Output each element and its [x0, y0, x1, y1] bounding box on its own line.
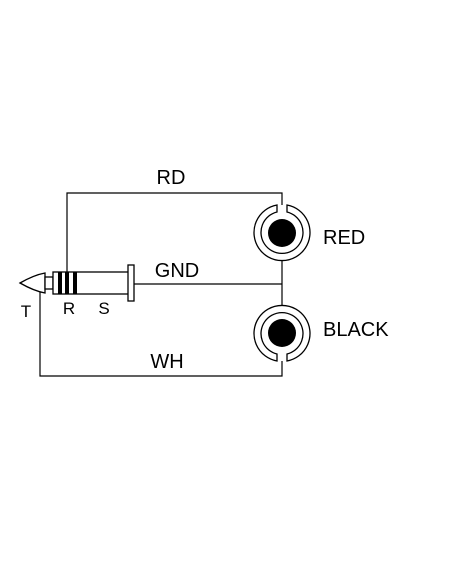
wh-wire	[39, 290, 283, 377]
black-jack-label: BLACK	[323, 319, 389, 341]
black-jack	[253, 304, 311, 362]
plug-body	[52, 271, 130, 295]
plug-insulator-3	[73, 272, 77, 294]
red-jack	[253, 204, 311, 262]
red-jack-shell	[253, 204, 311, 262]
trs-plug	[18, 264, 135, 302]
sleeve-label: S	[98, 299, 109, 318]
plug-insulator-2	[65, 272, 69, 294]
labels: RD GND WH RED BLACK T R S	[21, 167, 389, 373]
rd-wire	[66, 192, 283, 278]
black-jack-pin	[268, 319, 296, 347]
wh-wire-label: WH	[150, 351, 183, 373]
wires	[39, 192, 283, 377]
rd-wire-label: RD	[157, 167, 186, 189]
black-jack-shell	[253, 304, 311, 362]
plug-flange	[127, 264, 135, 302]
plug-tip-neck	[44, 276, 54, 290]
tip-label: T	[21, 302, 31, 321]
red-jack-pin	[268, 219, 296, 247]
gnd-wire-label: GND	[155, 260, 199, 282]
plug-tip	[18, 272, 46, 294]
plug-insulator-1	[58, 272, 62, 294]
red-jack-label: RED	[323, 227, 365, 249]
ring-label: R	[63, 299, 75, 318]
